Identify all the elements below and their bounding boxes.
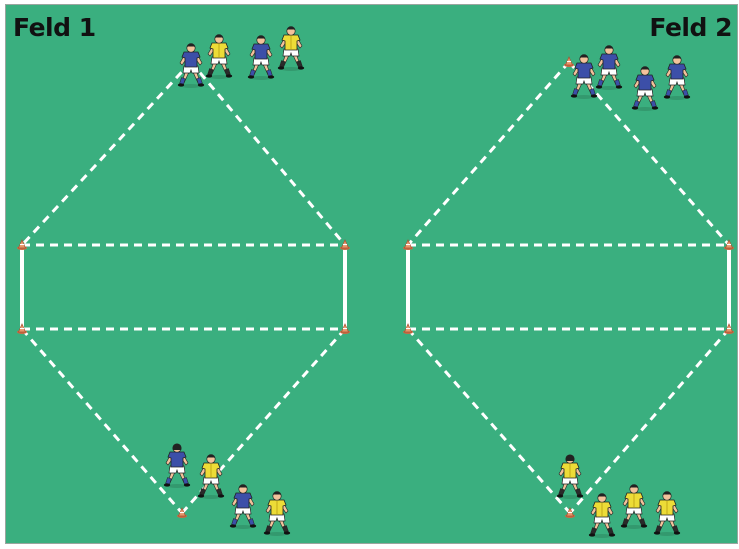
field-1-bottom-player-2-yellow <box>198 454 224 499</box>
field-1-label: Feld 1 <box>13 15 96 40</box>
field-1-top-player-2-yellow <box>206 34 232 79</box>
field-1-top-player-3-blue <box>248 35 274 80</box>
field-1-cone-right-bottom <box>340 324 350 334</box>
field-1-cone-right-top <box>340 240 350 250</box>
field-2-top-player-2-blue <box>596 45 622 90</box>
field-1-top-player-4-yellow <box>278 26 304 71</box>
field-2-bottom-player-4-yellow <box>654 491 680 536</box>
field-2-label: Feld 2 <box>649 15 732 40</box>
field-2-bottom-player-2-yellow <box>589 493 615 538</box>
field-2-upper-left-diagonal <box>408 62 569 245</box>
field-1-upper-right-diagonal <box>191 62 345 245</box>
field-2-top-player-4-blue <box>664 55 690 100</box>
field-2-top-player-1-blue <box>571 54 597 99</box>
field-1-bottom-player-3-blue <box>230 484 256 529</box>
field-2-lower-right-diagonal <box>570 329 729 513</box>
field-1-bottom-player-1-blue <box>164 444 190 488</box>
field-2-top-player-3-blue <box>632 66 658 111</box>
field-1 <box>17 26 350 536</box>
field-1-top-player-1-blue <box>178 43 204 88</box>
field-1-bottom-player-4-yellow <box>264 491 290 536</box>
field-2-cone-top <box>564 57 574 67</box>
field-2-bottom-player-1-yellow <box>557 455 583 499</box>
field-2-lower-left-diagonal <box>408 329 570 513</box>
field-1-upper-left-diagonal <box>22 62 191 245</box>
field-2-cone-right-bottom <box>724 324 734 334</box>
field-2-bottom-player-3-yellow <box>621 484 647 529</box>
field-1-lower-left-diagonal <box>22 329 182 513</box>
field-2 <box>403 45 734 538</box>
